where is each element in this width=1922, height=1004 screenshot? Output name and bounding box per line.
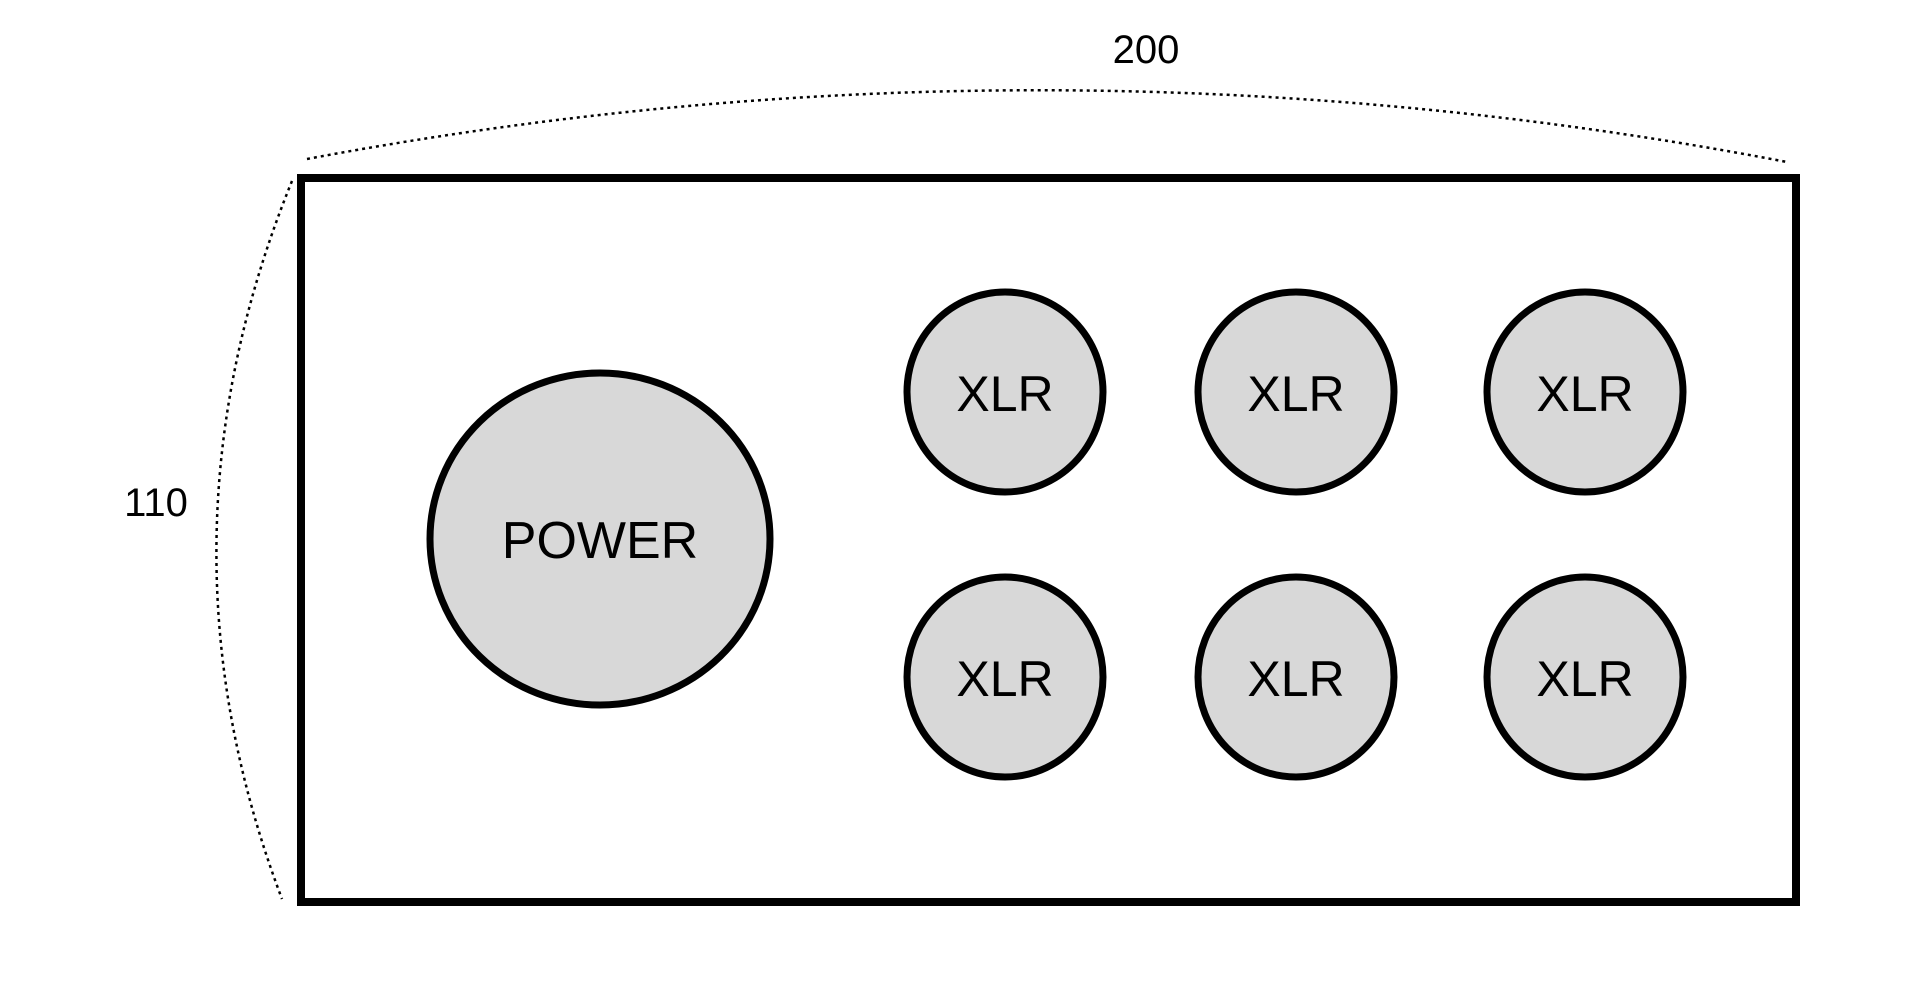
power-connector-label: POWER bbox=[502, 512, 698, 570]
power-connector: POWER bbox=[426, 369, 774, 709]
xlr-connector-label: XLR bbox=[956, 366, 1053, 422]
xlr-connector-label: XLR bbox=[1536, 366, 1633, 422]
xlr-connector: XLR bbox=[1483, 288, 1687, 496]
xlr-connector-label: XLR bbox=[1247, 366, 1344, 422]
xlr-connectors: XLR XLR XLR XLR XLR XLR bbox=[903, 288, 1687, 781]
xlr-connector: XLR bbox=[1194, 288, 1398, 496]
xlr-connector-shape bbox=[1194, 573, 1398, 781]
width-dimension-arc bbox=[306, 89, 1788, 164]
xlr-connector: XLR bbox=[903, 573, 1107, 781]
xlr-connector: XLR bbox=[1194, 573, 1398, 781]
xlr-connector-shape bbox=[1194, 288, 1398, 496]
xlr-connector: XLR bbox=[903, 288, 1107, 496]
xlr-connector-label: XLR bbox=[956, 651, 1053, 707]
xlr-connector-shape bbox=[1483, 573, 1687, 781]
xlr-connector-shape bbox=[903, 288, 1107, 496]
xlr-connector-shape bbox=[903, 573, 1107, 781]
xlr-connector-label: XLR bbox=[1536, 651, 1633, 707]
xlr-connector: XLR bbox=[1483, 573, 1687, 781]
xlr-connector-shape bbox=[1483, 288, 1687, 496]
power-connector-shape bbox=[426, 369, 774, 709]
xlr-connector-label: XLR bbox=[1247, 651, 1344, 707]
width-dimension-label: 200 bbox=[1113, 28, 1180, 72]
height-dimension-label: 110 bbox=[124, 481, 188, 525]
height-dimension-arc bbox=[215, 180, 294, 900]
